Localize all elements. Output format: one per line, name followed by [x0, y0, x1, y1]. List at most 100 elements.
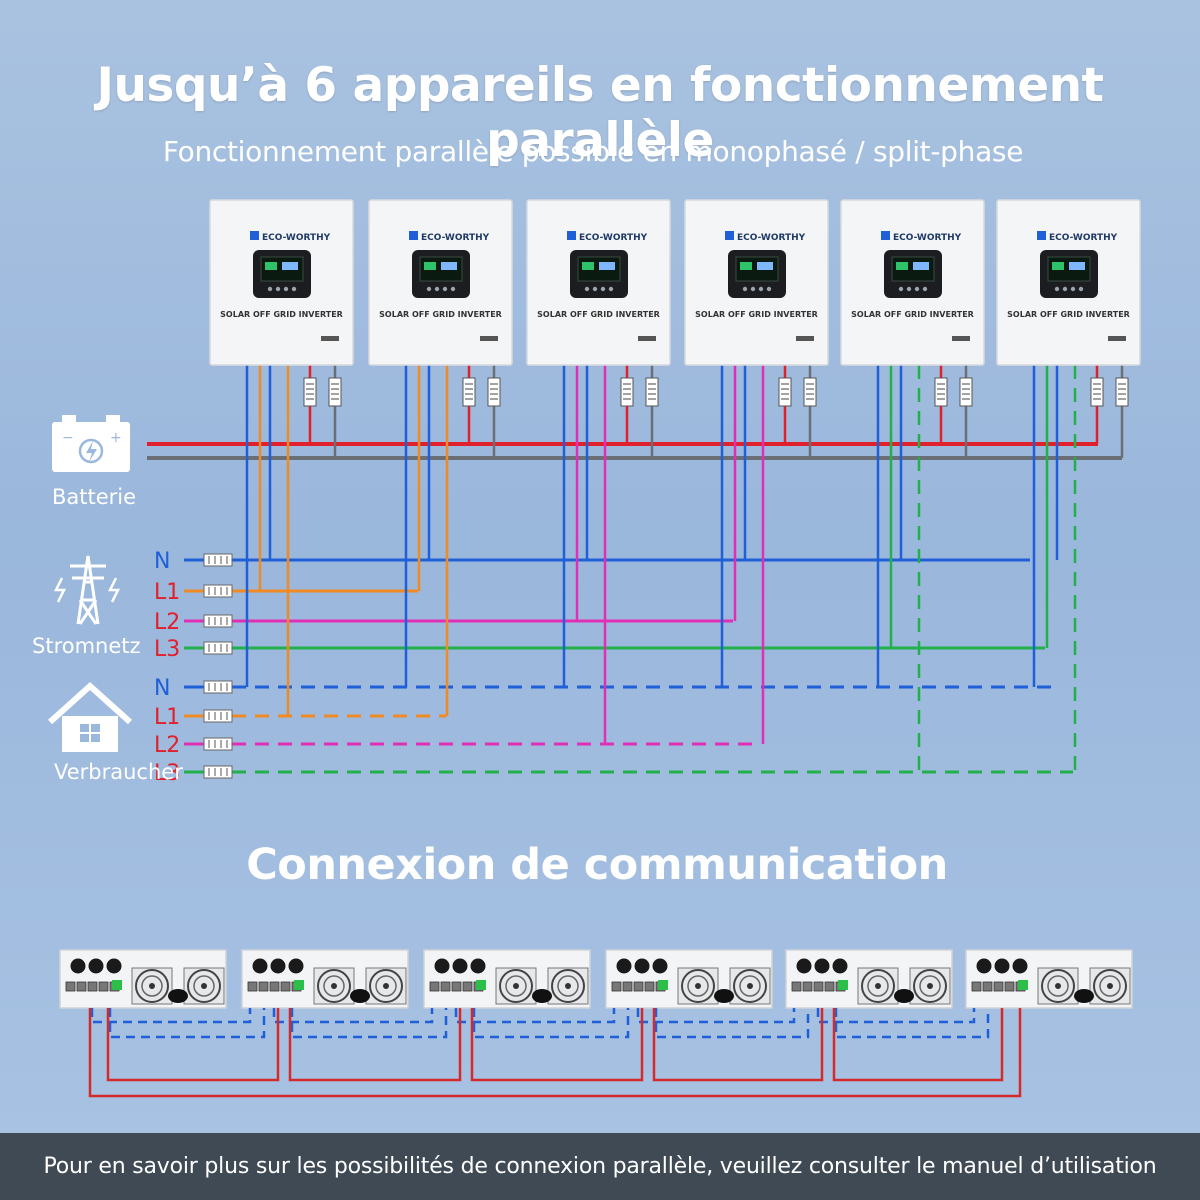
cable-gland [976, 958, 992, 974]
inverter-badge [638, 336, 656, 341]
section-title-communication: Connexion de communication [246, 840, 948, 890]
cable-gland [252, 958, 268, 974]
fan-icon [313, 967, 355, 1005]
fan-icon-ring [1041, 969, 1075, 1003]
cable-gland [814, 958, 830, 974]
fan-icon-inner [375, 975, 397, 997]
fan-icon [1037, 967, 1079, 1005]
inverter-button [450, 286, 456, 292]
fuse-body [462, 377, 476, 407]
inverter-button [283, 286, 289, 292]
comm-port [802, 981, 813, 992]
terminal-block-body [203, 737, 233, 751]
battery-icon-terminal [62, 415, 76, 423]
comm-port [280, 981, 291, 992]
lcd-segment [599, 262, 615, 270]
fan-icon-hub [201, 983, 207, 989]
brand-logo-icon [409, 231, 418, 240]
parallel-comm-cable-dashed [636, 1008, 796, 1024]
fuse-body [303, 377, 317, 407]
inverter-button [1070, 286, 1076, 292]
fan-icon-hub [565, 983, 571, 989]
comm-port [269, 981, 280, 992]
cable-gland [470, 958, 486, 974]
cable-gland [634, 958, 650, 974]
inverter-badge [1108, 336, 1126, 341]
lcd-segment [740, 262, 752, 270]
comm-port [971, 981, 982, 992]
load-phase-label-N: N [154, 676, 170, 701]
subtitle: Fonctionnement parallèle possible en mon… [162, 135, 1024, 168]
fan-icon [857, 967, 899, 1005]
battery-icon-plus: + [110, 430, 122, 446]
grid-phase-label-N: N [154, 549, 170, 574]
parallel-comm-cable-dashed [834, 1008, 990, 1039]
terminal-green [838, 980, 848, 990]
terminal-block-body [203, 709, 233, 723]
cable-gland [70, 958, 86, 974]
fuse-body [620, 377, 634, 407]
comm-port [1004, 981, 1015, 992]
battery-icon-ring [78, 438, 104, 464]
fan-icon [365, 967, 407, 1005]
inverter-button [267, 286, 273, 292]
fan-icon [547, 967, 589, 1005]
lcd-segment [582, 262, 594, 270]
inverter-button [291, 286, 297, 292]
lcd-segment [757, 262, 773, 270]
lcd-segment [1069, 262, 1085, 270]
terminal-block-body [203, 584, 233, 598]
inverter-brand: ECO-WORTHY [1049, 233, 1118, 243]
load-phase-label-L3: L3 [154, 761, 180, 786]
comm-port [982, 981, 993, 992]
fan-icon-hub [383, 983, 389, 989]
comm-port [462, 981, 473, 992]
ac-socket [168, 989, 188, 1003]
inverter-badge [480, 336, 498, 341]
fuse [462, 377, 476, 407]
battery-icon-terminal [106, 415, 120, 423]
comm-port [247, 981, 258, 992]
cable-gland [452, 958, 468, 974]
current-sharing-cable [652, 1008, 824, 1082]
inverter-badge [952, 336, 970, 341]
fuse-body [1090, 377, 1104, 407]
fuse-body [778, 377, 792, 407]
fan-icon-ring [861, 969, 895, 1003]
fan-icon-ring [499, 969, 533, 1003]
ac-socket [1074, 989, 1094, 1003]
load-phase-label-L1: L1 [154, 705, 180, 730]
parallel-comm-cable-dashed [816, 1008, 976, 1024]
comm-port [98, 981, 109, 992]
parallel-comm-cable-dashed [654, 1008, 810, 1039]
lcd-segment [1052, 262, 1064, 270]
comm-port [813, 981, 824, 992]
comm-port [622, 981, 633, 992]
fan-icon [131, 967, 173, 1005]
grid-label: Stromnetz [32, 634, 141, 658]
parallel-comm-cable-dashed [472, 1008, 630, 1039]
fan-icon-inner [505, 975, 527, 997]
grid-phase-label-L1: L1 [154, 580, 180, 605]
fuse-body [645, 377, 659, 407]
inverter-model-text: SOLAR OFF GRID INVERTER [1007, 310, 1130, 319]
inverter-button [742, 286, 748, 292]
parallel-comm-cable-dashed [454, 1008, 616, 1024]
footer-note: Pour en savoir plus sur les possibilités… [0, 1133, 1200, 1200]
terminal-block-body [203, 614, 233, 628]
fan-icon [183, 967, 225, 1005]
fuse [1090, 377, 1104, 407]
fuse [620, 377, 634, 407]
terminal-green [658, 980, 668, 990]
fuse [778, 377, 792, 407]
power-tower-icon-bolt [107, 577, 121, 603]
inverter-brand: ECO-WORTHY [421, 233, 490, 243]
comm-port [440, 981, 451, 992]
parallel-comm-cable-dashed [90, 1008, 252, 1024]
cable-gland [288, 958, 304, 974]
comm-port [993, 981, 1004, 992]
inverter-brand: ECO-WORTHY [579, 233, 648, 243]
fan-icon [909, 967, 951, 1005]
